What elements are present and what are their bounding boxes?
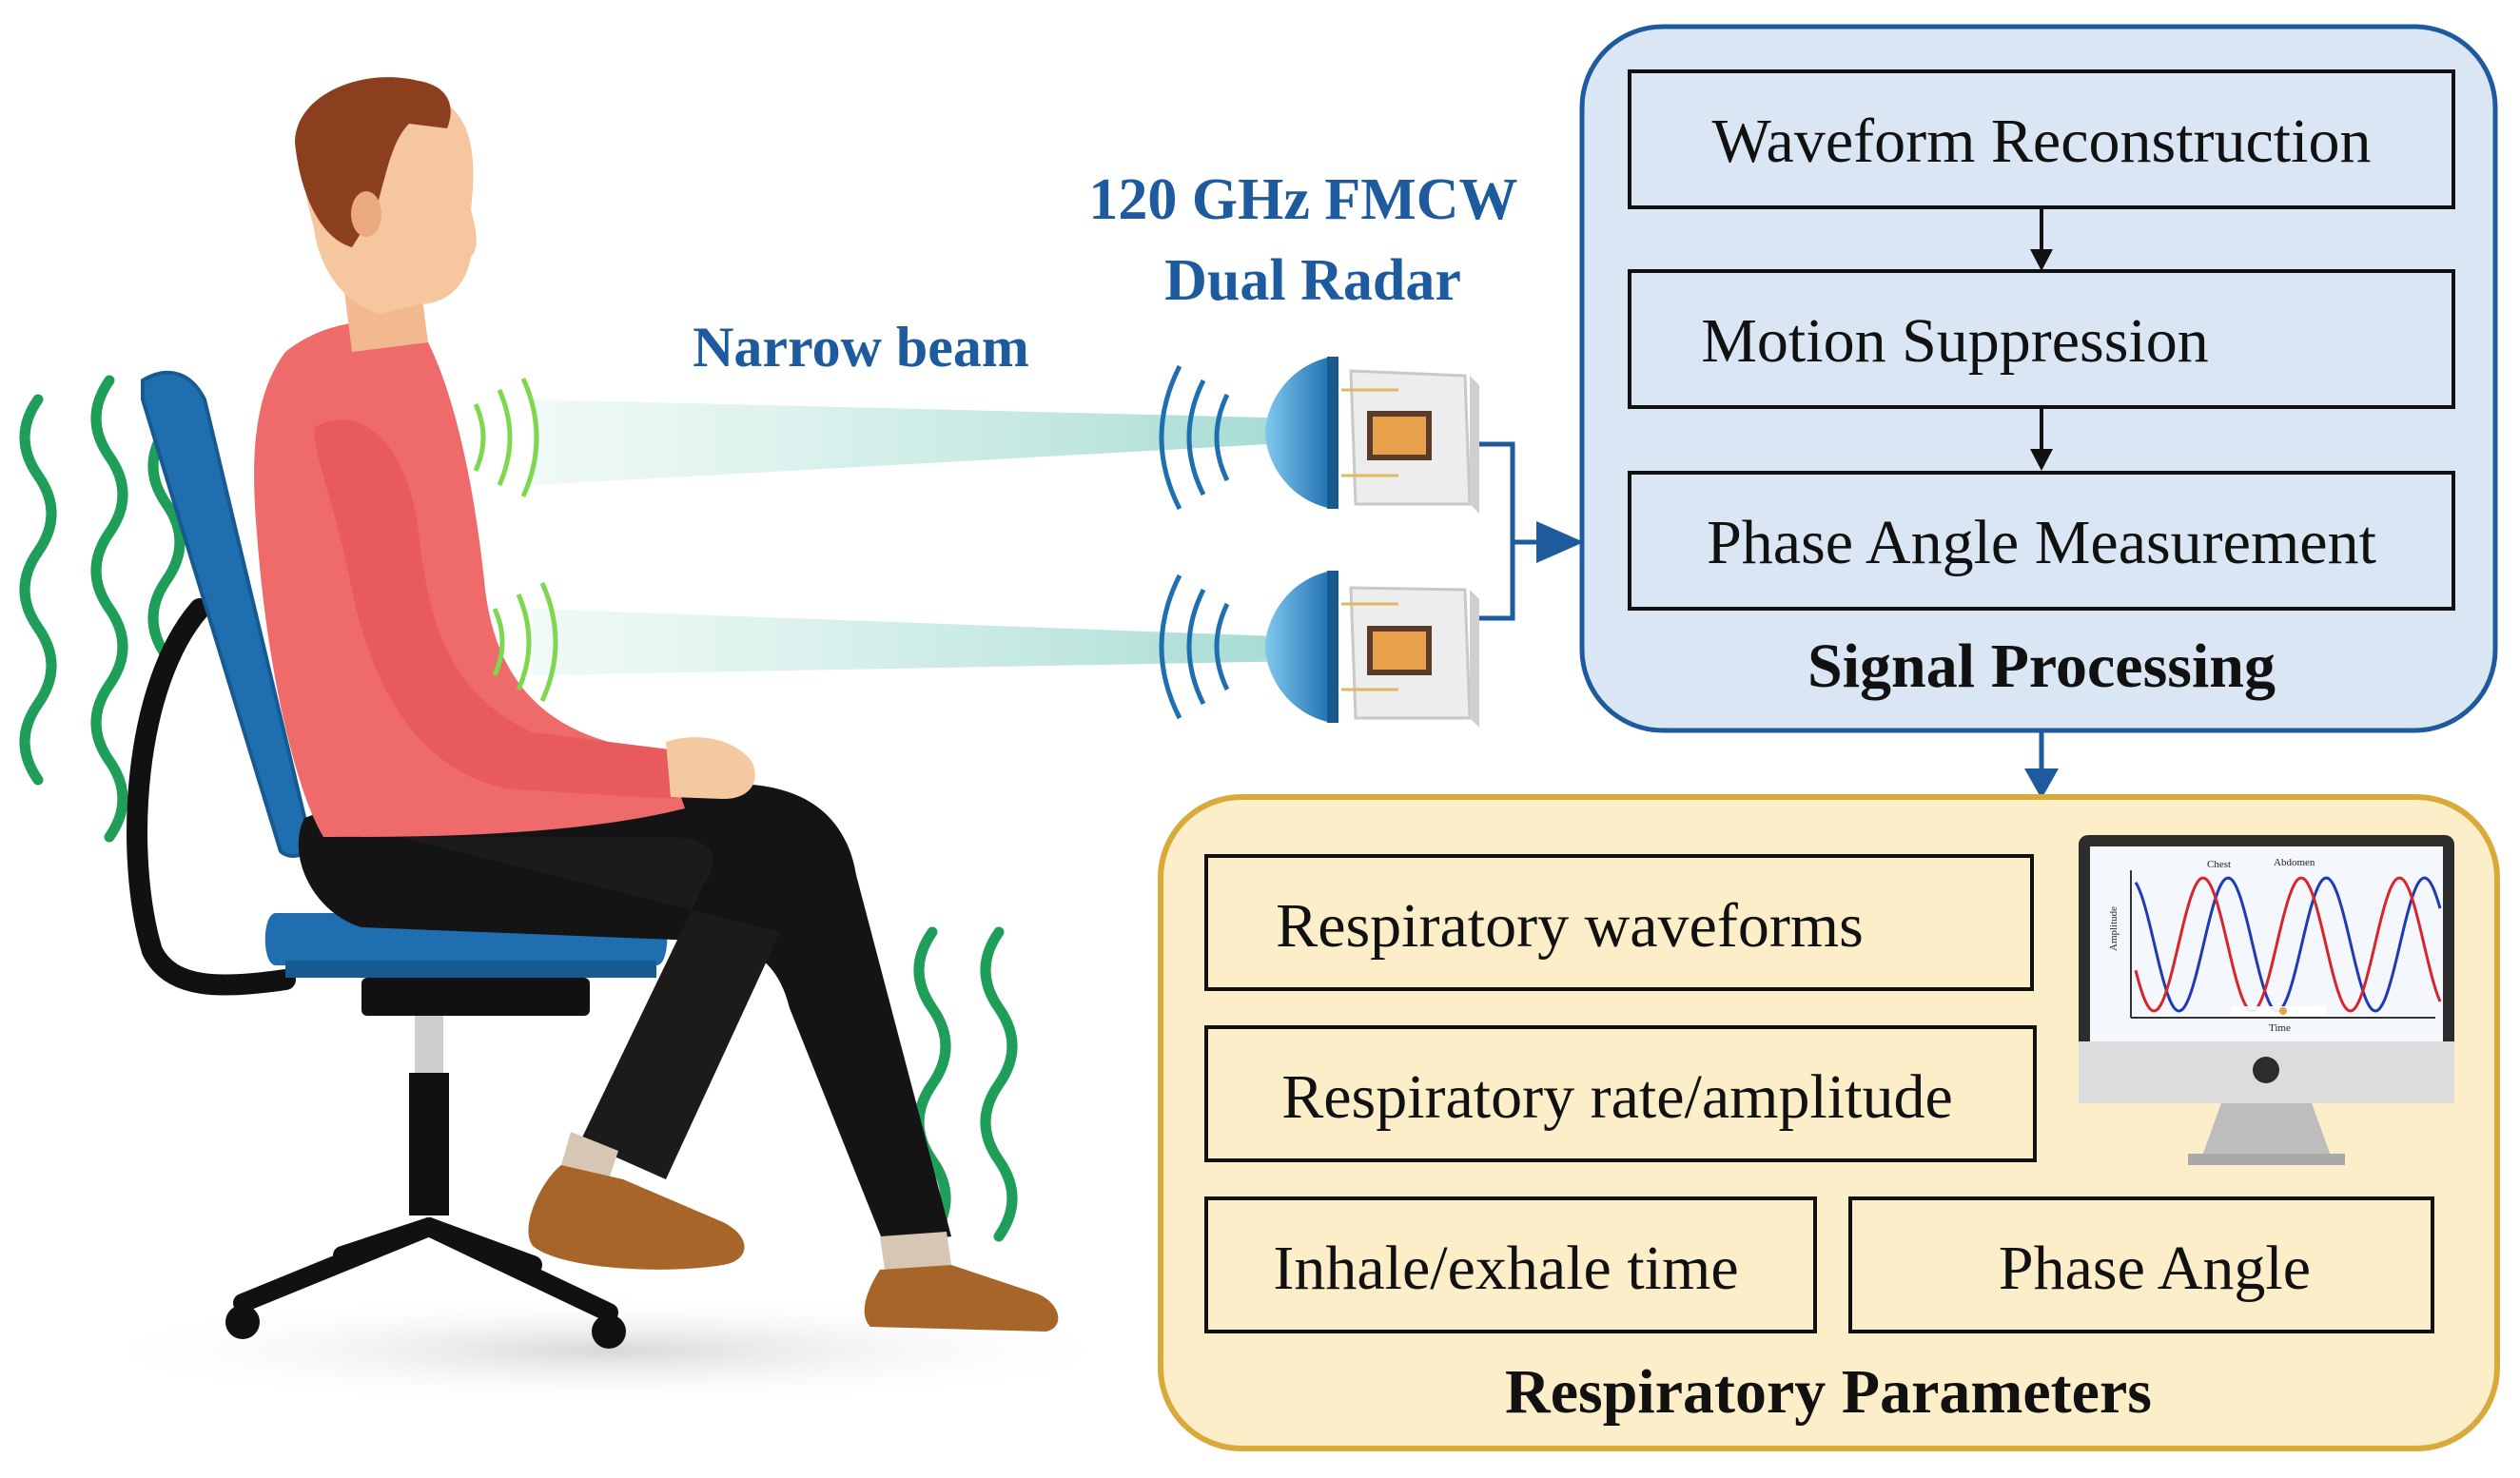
monitor-icon — [2079, 835, 2454, 1165]
step-label-waveform: Waveform Reconstruction — [1712, 107, 2372, 176]
radar-beam-upper — [533, 399, 1303, 485]
radar-connector — [1479, 441, 1541, 621]
param-box-rate — [1204, 1025, 2037, 1162]
chest-series-line — [2134, 876, 2442, 1013]
chart-legend-chest: Chest — [2207, 859, 2231, 870]
beam-label: Narrow beam — [693, 316, 1029, 379]
respiratory-chart: Chest Abdomen Amplitude Time — [2108, 857, 2442, 1034]
reflected-wave-icon — [473, 377, 539, 498]
chart-legend-abdomen: Abdomen — [2274, 857, 2315, 868]
chart-xlabel: Time — [2269, 1022, 2291, 1034]
abdomen-series-line — [2134, 876, 2442, 1013]
vibration-icon — [913, 926, 1018, 1242]
seated-person — [254, 77, 1059, 1332]
radar-module-lower — [1159, 571, 1479, 728]
arrow-to-processing — [1536, 521, 1584, 563]
flow-arrow — [2030, 449, 2053, 471]
reflected-wave-icon — [492, 581, 558, 703]
step-label-phase: Phase Angle Measurement — [1707, 508, 2376, 577]
signal-processing-title: Signal Processing — [1807, 632, 2276, 701]
flow-arrow — [2030, 249, 2053, 271]
param-box-inhale — [1204, 1196, 1817, 1333]
step-box-waveform — [1628, 69, 2455, 209]
radar-beam-lower — [533, 609, 1303, 675]
radar-title-line2: Dual Radar — [1164, 248, 1461, 313]
step-box-phase — [1628, 471, 2455, 611]
param-box-waveforms — [1204, 854, 2034, 991]
param-box-phase — [1848, 1196, 2434, 1333]
arrow-to-parameters — [2024, 768, 2059, 799]
param-label-rate: Respiratory rate/amplitude — [1281, 1062, 1953, 1132]
param-label-phase: Phase Angle — [1999, 1234, 2311, 1303]
param-label-waveforms: Respiratory waveforms — [1276, 891, 1864, 961]
param-label-inhale: Inhale/exhale time — [1273, 1234, 1738, 1303]
step-label-motion: Motion Suppression — [1701, 306, 2209, 376]
vibration-icon — [19, 375, 186, 843]
chart-ylabel: Amplitude — [2108, 906, 2120, 951]
respiratory-parameters-title: Respiratory Parameters — [1505, 1357, 2152, 1427]
step-box-motion — [1628, 269, 2455, 409]
radar-module-upper — [1159, 357, 1479, 514]
radar-title-line1: 120 GHz FMCW — [1088, 167, 1517, 232]
